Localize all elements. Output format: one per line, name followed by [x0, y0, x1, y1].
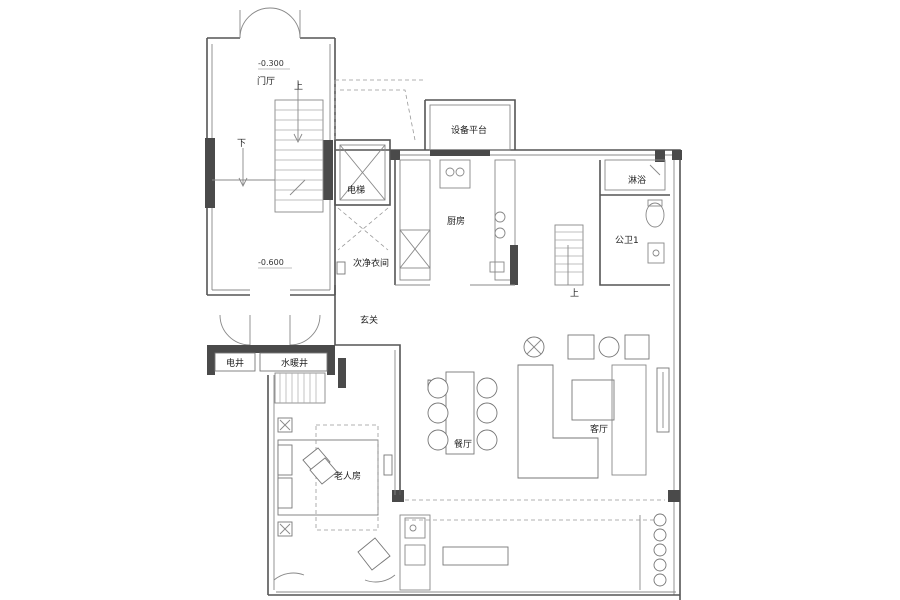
water-shaft-label: 水暖井	[281, 357, 308, 369]
level-bottom: -0.600	[258, 258, 284, 267]
foyer-door-left[interactable]	[219, 314, 251, 346]
dining-room: 餐厅	[427, 371, 498, 455]
elevator-block: 电梯 次净衣间	[334, 139, 391, 275]
electric-shaft-label: 电井	[226, 357, 244, 369]
living-room: 客厅	[517, 334, 670, 479]
foyer-pillar-left	[205, 138, 215, 208]
foyer-door-right[interactable]	[289, 314, 321, 346]
level-top: -0.300	[258, 59, 284, 68]
elderly-room-label: 老人房	[334, 470, 361, 482]
shafts: 电井 水暖井	[207, 345, 335, 404]
public-bath: 淋浴 公卫1	[599, 159, 670, 286]
living-label: 客厅	[590, 423, 608, 435]
entry-door-top[interactable]	[239, 7, 301, 39]
main-stair: 上	[554, 224, 584, 299]
shower-label: 淋浴	[628, 174, 646, 186]
stair-up-label-top: 上	[294, 81, 303, 92]
stair-down-label: 下	[237, 139, 246, 149]
dining-label: 餐厅	[454, 438, 472, 450]
kitchen-label: 厨房	[447, 215, 465, 227]
foyer-pillar-right	[323, 140, 333, 200]
laundry-label: 次净衣间	[353, 257, 389, 269]
kitchen: 厨房	[395, 150, 518, 286]
foyer-block: -0.300 门厅 上 下 -0.600	[205, 7, 336, 346]
equipment-platform: 设备平台	[334, 79, 516, 151]
public-bath-label: 公卫1	[615, 235, 639, 246]
foyer-label: 门厅	[257, 75, 275, 87]
stair-up-label: 上	[570, 288, 579, 299]
elderly-room: 老人房	[273, 344, 401, 583]
equipment-platform-label: 设备平台	[451, 124, 487, 136]
entrance-label: 玄关	[360, 314, 378, 326]
south-terrace	[276, 499, 676, 593]
potted-plants	[653, 513, 667, 587]
foyer-stairs	[274, 80, 324, 213]
elevator-label: 电梯	[347, 184, 365, 196]
